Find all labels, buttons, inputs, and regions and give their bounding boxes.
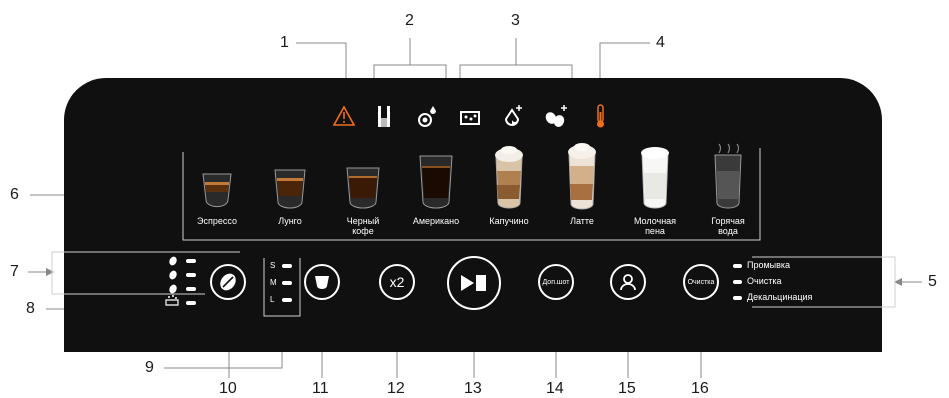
fill-water-icon	[504, 105, 522, 126]
drink-hot-water[interactable]: Горячая вода	[683, 143, 773, 236]
fill-beans-icon	[545, 105, 567, 127]
size-m-led	[282, 281, 292, 285]
cleaning-label: Очистка	[747, 276, 782, 286]
drink-black-coffee[interactable]: Черный кофе	[318, 160, 408, 236]
milk-foam-cup-icon	[641, 147, 669, 209]
profile-button[interactable]	[610, 264, 646, 300]
grounds-container-icon	[418, 106, 436, 127]
drink-lungo[interactable]: Лунго	[245, 160, 335, 226]
callout-1: 1	[280, 34, 289, 51]
size-l-led	[282, 298, 292, 302]
double-cup-button[interactable]: x2	[379, 264, 415, 300]
extra-shot-button[interactable]: Доп.шот	[538, 264, 574, 300]
drink-latte[interactable]: Латте	[537, 140, 627, 226]
strength-indicators	[165, 256, 196, 306]
size-s-led	[282, 264, 292, 268]
callout-4: 4	[656, 34, 665, 51]
callout-8: 8	[26, 300, 35, 317]
callout-2: 2	[405, 12, 414, 29]
callout-9: 9	[145, 359, 154, 376]
callout-5: 5	[928, 273, 937, 290]
callout-11: 11	[312, 380, 329, 397]
clean-button[interactable]: Очистка	[683, 264, 719, 300]
play-pause-icon	[461, 275, 486, 291]
callout-13: 13	[464, 380, 482, 397]
rinse-label: Промывка	[747, 260, 791, 270]
callout-12: 12	[387, 380, 405, 397]
warning-icon	[332, 105, 356, 126]
descaling-label: Декальцинация	[747, 292, 813, 302]
size-s-label: S	[270, 261, 276, 270]
lungo-cup-icon	[274, 169, 306, 209]
rinse-led	[733, 264, 742, 268]
drip-tray-icon	[460, 111, 480, 125]
callout-7: 7	[10, 263, 19, 280]
water-tank-icon	[378, 106, 390, 127]
callout-10: 10	[219, 380, 237, 397]
strength-button[interactable]	[210, 264, 246, 300]
drink-milk-foam[interactable]: Молочная пена	[610, 143, 700, 236]
drink-cappuccino[interactable]: Капучино	[464, 143, 554, 226]
start-stop-button[interactable]	[447, 256, 501, 310]
latte-cup-icon	[568, 143, 596, 210]
size-m-label: M	[270, 278, 277, 287]
descaling-led	[733, 296, 742, 300]
extra-shot-label: Доп.шот	[542, 278, 570, 286]
ground-coffee-icon	[165, 295, 179, 306]
cup-icon	[315, 276, 329, 289]
cup-size-button[interactable]	[304, 264, 340, 300]
black-coffee-cup-icon	[346, 167, 380, 209]
user-icon	[620, 274, 636, 291]
callout-15: 15	[618, 380, 636, 397]
cleaning-led	[733, 280, 742, 284]
hot-water-cup-icon	[714, 143, 742, 209]
callout-6: 6	[10, 186, 19, 203]
size-l-label: L	[270, 295, 275, 304]
americano-cup-icon	[419, 155, 453, 209]
callout-3: 3	[511, 12, 520, 29]
callout-14: 14	[546, 380, 564, 397]
drink-americano[interactable]: Американо	[391, 150, 481, 226]
temperature-icon	[597, 104, 604, 128]
drink-espresso[interactable]: Эспрессо	[172, 160, 262, 226]
espresso-cup-icon	[202, 173, 232, 208]
clean-button-label: Очистка	[687, 278, 715, 286]
coffee-bean-icon	[220, 273, 236, 291]
callout-16: 16	[691, 380, 709, 397]
cappuccino-cup-icon	[495, 146, 523, 209]
